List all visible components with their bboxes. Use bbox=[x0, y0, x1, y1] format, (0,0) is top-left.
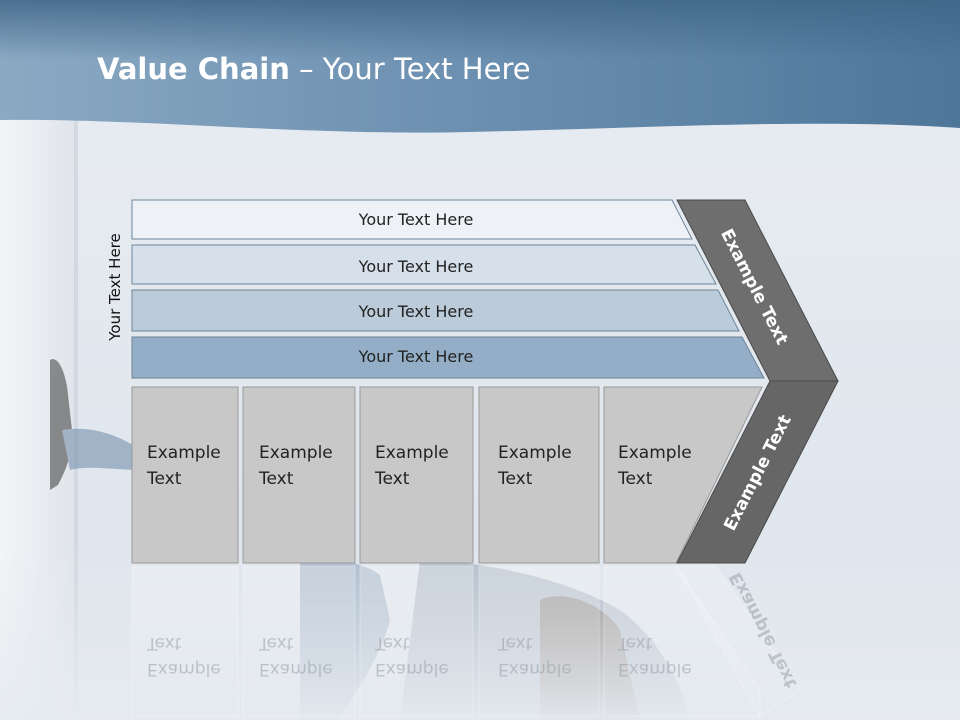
bar-3-label: Your Text Here bbox=[358, 301, 474, 321]
title-bold: Value Chain bbox=[97, 52, 290, 86]
card-4-reflection: Example Text bbox=[498, 633, 572, 679]
card-5-reflection: Example Text bbox=[618, 633, 692, 679]
card-5 bbox=[603, 386, 763, 564]
bar-2 bbox=[131, 244, 717, 285]
card-1-reflection: Example Text bbox=[147, 633, 221, 679]
card-2-label: Example Text bbox=[259, 443, 333, 489]
card-2 bbox=[242, 386, 356, 564]
bar-1-label: Your Text Here bbox=[358, 209, 474, 229]
page-title: Value Chain – Your Text Here bbox=[97, 52, 531, 86]
diagram-reflection bbox=[131, 565, 801, 717]
chevron-lower bbox=[676, 380, 839, 564]
card-4 bbox=[478, 386, 600, 564]
card-2-reflection: Example Text bbox=[259, 633, 333, 679]
card-5-label: Example Text bbox=[618, 443, 692, 489]
title-rest: – Your Text Here bbox=[289, 52, 531, 86]
bar-1 bbox=[131, 199, 693, 240]
card-4-label: Example Text bbox=[498, 443, 572, 489]
bar-4-label: Your Text Here bbox=[358, 346, 474, 366]
card-3 bbox=[359, 386, 474, 564]
card-3-reflection: Example Text bbox=[375, 633, 449, 679]
bar-3 bbox=[131, 289, 740, 332]
bar-2-label: Your Text Here bbox=[358, 256, 474, 276]
card-3-label: Example Text bbox=[375, 443, 449, 489]
card-1 bbox=[131, 386, 239, 564]
bar-4 bbox=[131, 336, 765, 379]
card-1-label: Example Text bbox=[147, 443, 221, 489]
